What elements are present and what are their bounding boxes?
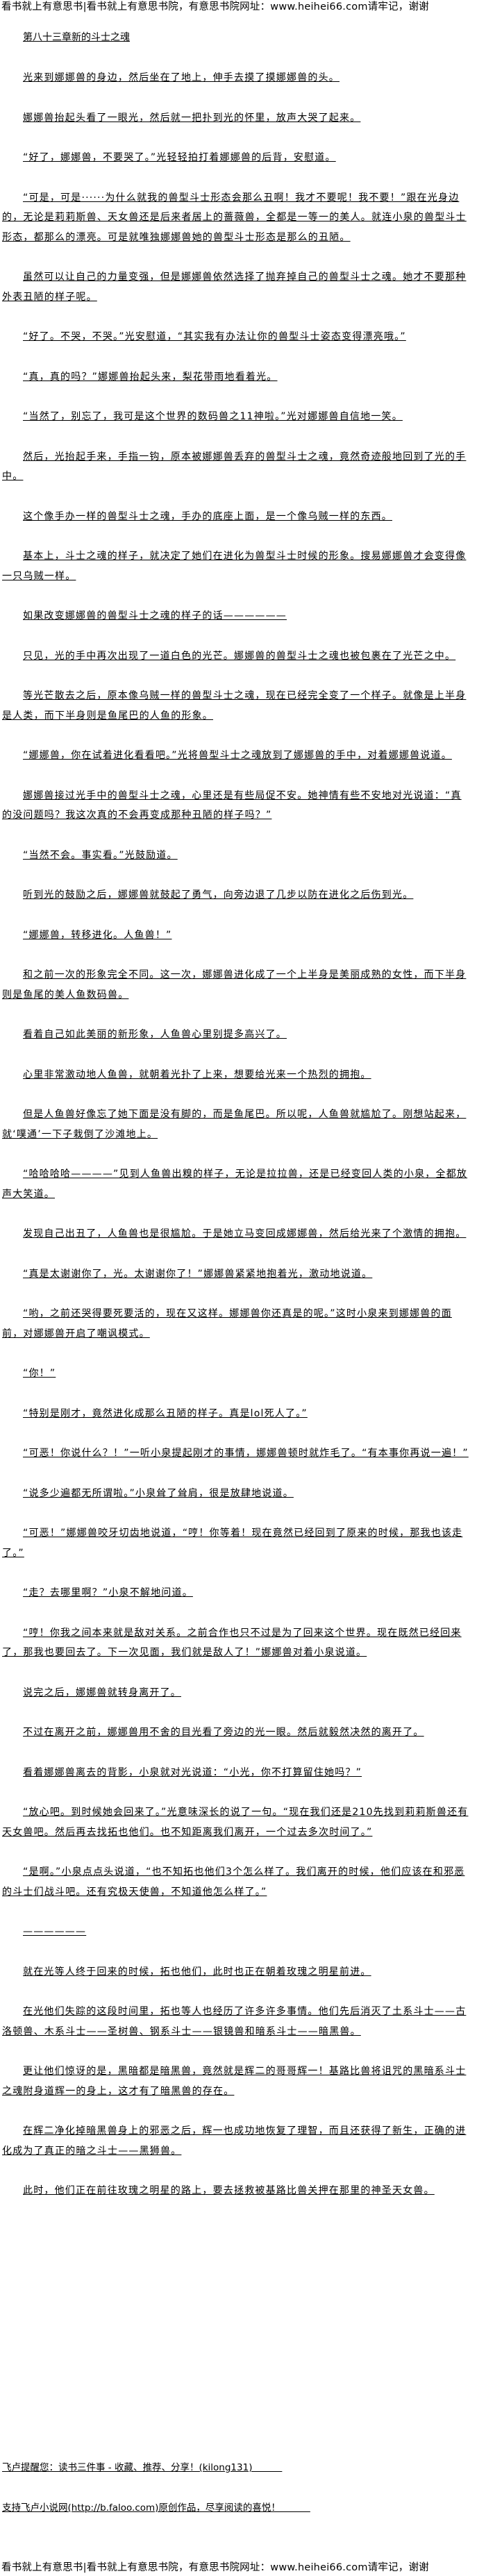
- paragraph: 然后，光抬起手来，手指一钩，原本被娜娜兽丢弃的兽型斗士之魂，竟然奇迹般地回到了光…: [2, 451, 467, 483]
- paragraph: “你！”: [23, 1368, 56, 1379]
- footer-note-faloo-support[interactable]: 支持飞卢小说网(http://b.faloo.com)原创作品，尽享阅读的喜悦！: [2, 2502, 310, 2514]
- paragraph: “哟，之前还哭得要死要活的，现在又这样。娜娜兽你还真是的呢。”这时小泉来到娜娜兽…: [2, 1308, 452, 1339]
- paragraph: “哈哈哈哈————”见到人鱼兽出糗的样子，无论是拉拉兽，还是已经变回人类的小泉，…: [2, 1169, 468, 1200]
- paragraph: 只见，光的手中再次出现了一道白色的光芒。娜娜兽的兽型斗士之魂也被包裹在了光芒之中…: [23, 650, 456, 662]
- paragraph: 更让他们惊讶的是，黑暗都是暗黑兽，竟然就是辉二的哥哥辉一！基路比兽将诅咒的黑暗系…: [2, 2066, 467, 2097]
- paragraph: 等光芒散去之后，原本像乌贼一样的兽型斗士之魂，现在已经完全变了一个样子。就像是上…: [2, 690, 467, 721]
- paragraph: “放心吧。到时候她会回来了。”光意味深长的说了一句。“现在我们还是210先找到莉…: [2, 1807, 469, 1838]
- paragraph: 但是人鱼兽好像忘了她下面是没有脚的，而是鱼尾巴。所以呢，人鱼兽就尴尬了。刚想站起…: [2, 1109, 467, 1140]
- site-banner-top: 看书就上有意思书|看书就上有意思书院，有意思书院网址：www.heihei66.…: [1, 1, 429, 12]
- paragraph: 这个像手办一样的兽型斗士之魂，手办的底座上面，是一个像乌贼一样的东西。: [23, 510, 392, 522]
- paragraph: “可恶！”娜娜兽咬牙切齿地说道，“哼！你等着！现在竟然已经回到了原来的时候，那我…: [2, 1528, 463, 1559]
- site-banner-bottom: 看书就上有意思书|看书就上有意思书院，有意思书院网址：www.heihei66.…: [1, 2562, 429, 2573]
- paragraph: 看着娜娜兽离去的背影，小泉就对光说道：“小光，你不打算留住她吗？”: [23, 1766, 362, 1778]
- paragraph: 说完之后，娜娜兽就转身离开了。: [23, 1687, 181, 1698]
- paragraph: 此时，他们正在前往玫瑰之明星的路上，要去拯救被基路比兽关押在那里的神圣天女兽。: [23, 2185, 435, 2196]
- paragraph: “当然不会。事实看。”光鼓励道。: [23, 849, 178, 861]
- paragraph: 在光他们失踪的这段时间里，拓也等人也经历了许多许多事情。他们先后消灭了土系斗士—…: [2, 2006, 467, 2037]
- paragraph: “当然了，别忘了，我可是这个世界的数码兽之11神啦。”光对娜娜兽自信地一笑。: [23, 411, 403, 422]
- paragraph: 娜娜兽抬起头看了一眼光，然后就一把扑到光的怀里，放声大哭了起来。: [23, 112, 361, 124]
- paragraph: “可恶！你说什么？！”一听小泉提起刚才的事情，娜娜兽顿时就炸毛了。“有本事你再说…: [23, 1448, 469, 1459]
- paragraph: “真是太谢谢你了，光。太谢谢你了！”娜娜兽紧紧地抱着光，激动地说道。: [23, 1268, 373, 1280]
- paragraph: “真，真的吗？”娜娜兽抬起头来，梨花带雨地看着光。: [23, 371, 278, 383]
- paragraph: “娜娜兽，转移进化。人鱼兽！”: [23, 929, 172, 941]
- paragraph: 光来到娜娜兽的身边，然后坐在了地上，伸手去摸了摸娜娜兽的头。: [23, 72, 340, 83]
- paragraph: 看着自己如此美丽的新形象，人鱼兽心里别提多高兴了。: [23, 1029, 287, 1040]
- footer-notes: 飞卢提醒您：读书三件事 - 收藏、推荐、分享！(kilong131) 支持飞卢小…: [2, 2458, 469, 2539]
- paragraph: “哼！你我之间本来就是敌对关系。之前合作也只不过是为了回来这个世界。现在既然已经…: [2, 1627, 462, 1659]
- paragraph: 不过在离开之前，娜娜兽用不舍的目光看了旁边的光一眼。然后就毅然决然的离开了。: [23, 1727, 424, 1738]
- paragraph: “说多少遍都无所谓啦。”小泉耸了耸肩，很是放肆地说道。: [23, 1487, 294, 1499]
- paragraph: 和之前一次的形象完全不同。这一次，娜娜兽进化成了一个上半身是美丽成熟的女性，而下…: [2, 969, 467, 1001]
- paragraph: 在辉二净化掉暗黑兽身上的邪恶之后，辉一也成功地恢复了理智，而且还获得了新生，正确…: [2, 2125, 467, 2157]
- paragraph: 听到光的鼓励之后，娜娜兽就鼓起了勇气，向旁边退了几步以防在进化之后伤到光。: [23, 889, 414, 901]
- paragraph: 如果改变娜娜兽的兽型斗士之魂的样子的话——————: [23, 610, 287, 621]
- paragraph: 基本上，斗士之魂的样子，就决定了她们在进化为兽型斗士时候的形象。搜易娜娜兽才会变…: [2, 551, 467, 582]
- paragraph: “是啊。”小泉点点头说道，“也不知拓也他们3个怎么样了。我们离开的时候，他们应该…: [2, 1866, 465, 1898]
- paragraph: “可是，可是······为什么就我的兽型斗士形态会那么丑啊！我才不要呢！我不要！…: [2, 192, 467, 243]
- paragraph: “好了，娜娜兽，不要哭了。”光轻轻拍打着娜娜兽的后背，安慰道。: [23, 152, 336, 163]
- footer-note-reading-tips: 飞卢提醒您：读书三件事 - 收藏、推荐、分享！(kilong131): [2, 2462, 283, 2473]
- paragraph: “好了。不哭，不哭。”光安慰道，“其实我有办法让你的兽型斗士姿态变得漂亮哦。”: [23, 331, 406, 342]
- paragraph-list: 光来到娜娜兽的身边，然后坐在了地上，伸手去摸了摸娜娜兽的头。娜娜兽抬起头看了一眼…: [2, 68, 469, 2201]
- paragraph: “特别是刚才，竟然进化成那么丑陋的样子。真是lol死人了。”: [23, 1407, 308, 1419]
- paragraph: “娜娜兽，你在试着进化看看吧。”光将兽型斗士之魂放到了娜娜兽的手中，对着娜娜兽说…: [23, 750, 452, 761]
- paragraph: “走？去哪里啊？”小泉不解地问道。: [23, 1587, 193, 1598]
- paragraph: 娜娜兽接过光手中的兽型斗士之魂，心里还是有些局促不安。她神情有些不安地对光说道：…: [2, 789, 462, 821]
- paragraph: 就在光等人终于回来的时候，拓也他们，此时也正在朝着玫瑰之明星前进。: [23, 1966, 371, 1977]
- chapter-title: 第八十三章新的斗士之魂: [23, 32, 130, 43]
- paragraph: 虽然可以让自己的力量变强，但是娜娜兽依然选择了抛弃掉自己的兽型斗士之魂。她才不要…: [2, 271, 467, 303]
- paragraph: 发现自己出丑了，人鱼兽也是很尴尬。于是她立马变回成娜娜兽，然后给光来了个激情的拥…: [23, 1228, 467, 1239]
- paragraph: 心里非常激动地人鱼兽，就朝着光扑了上来，想要给光来一个热烈的拥抱。: [23, 1069, 371, 1080]
- chapter-content: 第八十三章新的斗士之魂 光来到娜娜兽的身边，然后坐在了地上，伸手去摸了摸娜娜兽的…: [2, 28, 469, 2221]
- paragraph: ——————: [23, 1926, 87, 1937]
